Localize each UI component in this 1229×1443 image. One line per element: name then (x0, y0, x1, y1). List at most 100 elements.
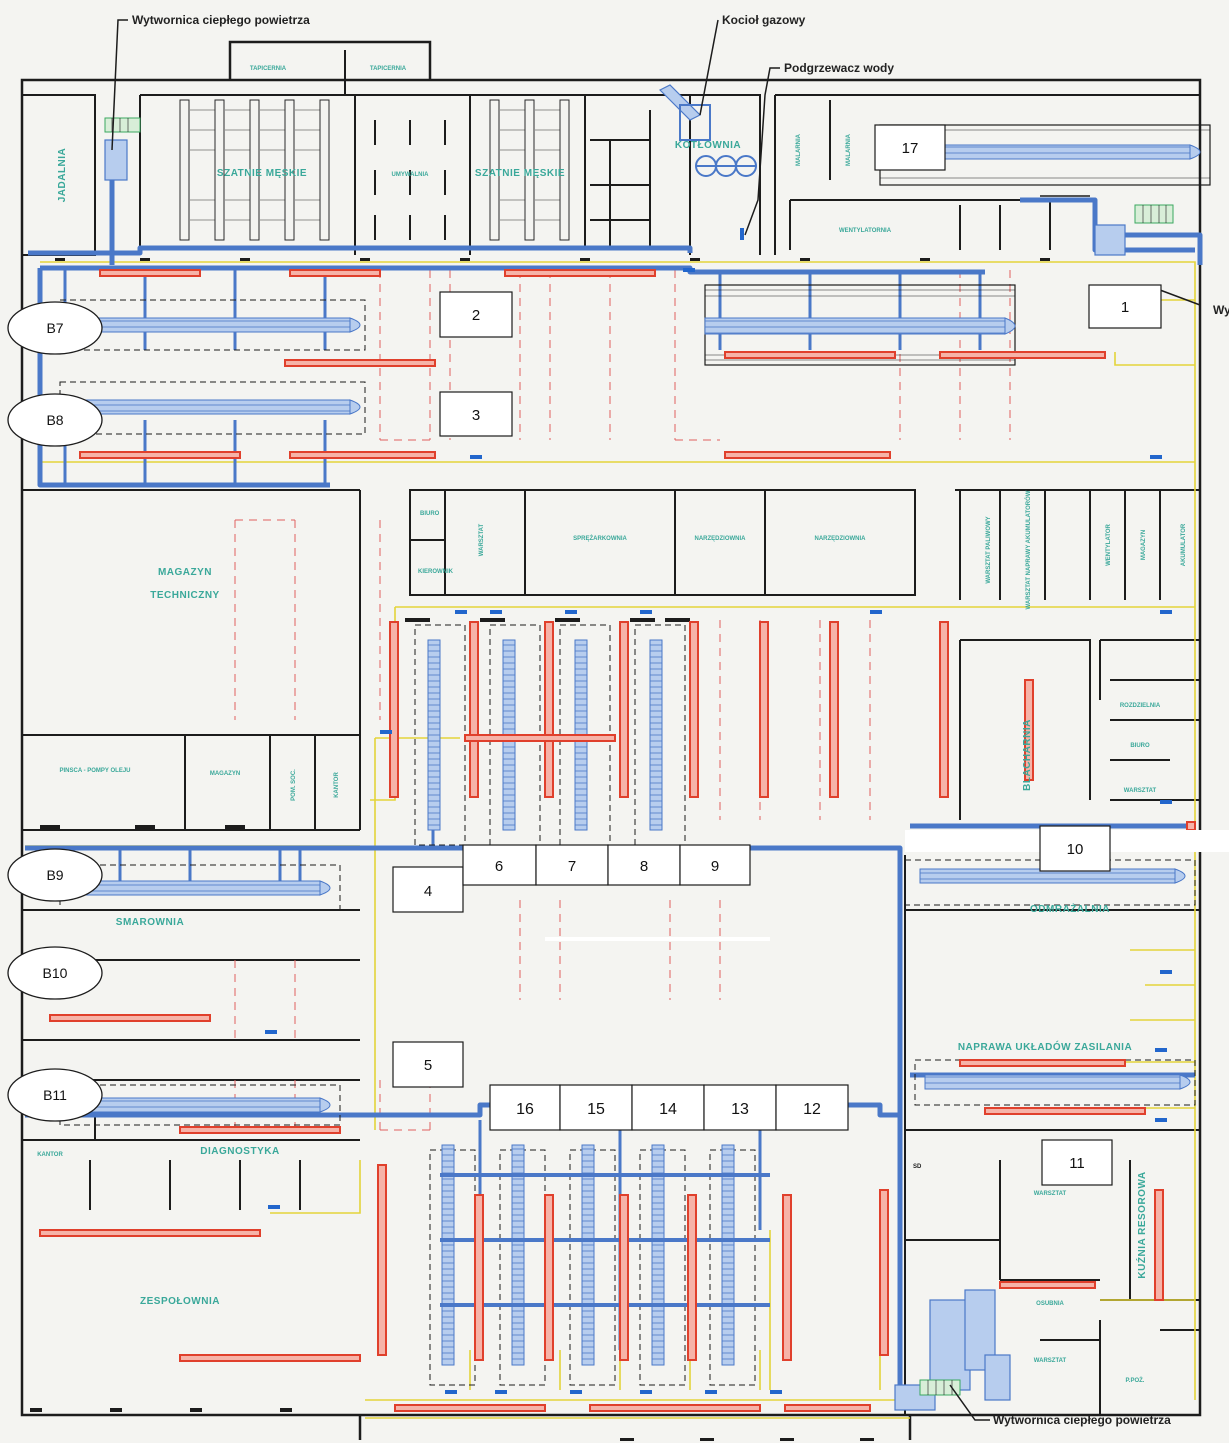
room-wentylator: WENTYLATOR (1106, 523, 1112, 565)
room-kierownik: KIEROWNIK (418, 569, 454, 575)
bay-b7 (59, 299, 366, 351)
room-smarownia: SMAROWNIA (116, 917, 184, 928)
room-tapicernia-2: TAPICERNIA (370, 66, 407, 72)
callout-boiler: Kocioł gazowy (722, 13, 806, 27)
number-boxes (392, 124, 1162, 1186)
label-15: 15 (587, 1101, 605, 1118)
room-wentylatornia: WENTYLATORNIA (839, 228, 892, 234)
bay-b8 (59, 381, 366, 435)
callout-right-edge: Wy (1213, 303, 1229, 317)
room-rozdzielnia: ROZDZIELNIA (1120, 703, 1161, 709)
label-b7: B7 (46, 320, 63, 336)
label-b9: B9 (46, 867, 63, 883)
label-3: 3 (472, 407, 480, 424)
room-biuro: BIURO (420, 511, 440, 517)
room-szatnie-2: SZATNIE MĘSKIE (475, 168, 565, 179)
bay-top-right (704, 284, 1016, 366)
label-5: 5 (424, 1057, 432, 1074)
bay-b11 (59, 1084, 341, 1126)
box-2 (439, 291, 513, 338)
box-8 (607, 844, 681, 886)
room-tapicernia-1: TAPICERNIA (250, 66, 287, 72)
callout-heater-top: Wytwornica ciepłego powietrza (132, 13, 310, 27)
red-heaters (39, 269, 1196, 1412)
room-sprezarkownia: SPRĘŻARKOWNIA (573, 535, 627, 542)
column-marks (30, 258, 1050, 1441)
box-12 (775, 1084, 849, 1131)
room-warsztat-r: WARSZTAT (1124, 788, 1157, 794)
room-warsztat-b2: WARSZTAT (1034, 1358, 1067, 1364)
room-ppoz: P.POŻ. (1126, 1377, 1145, 1384)
label-1: 1 (1121, 299, 1129, 316)
room-magazyn-m: MAGAZYN (210, 771, 240, 777)
room-kantor-2: KANTOR (37, 1152, 63, 1158)
bay-b9 (59, 864, 341, 911)
room-narzedziownia-2: NARZĘDZIOWNIA (815, 536, 867, 542)
air-heater-unit-grid (111, 118, 1167, 1395)
boilers (679, 104, 757, 177)
room-biuro-r: BIURO (1130, 743, 1150, 749)
room-kuznia: KUŹNIA RESOROWA (1135, 1171, 1148, 1278)
label-13: 13 (731, 1101, 749, 1118)
box-4 (392, 866, 464, 913)
b-ovals (7, 301, 103, 1122)
box-11 (1041, 1139, 1113, 1186)
room-magazyn-r: MAGAZYN (1141, 530, 1147, 560)
label-4: 4 (424, 883, 432, 900)
room-warsztat: WARSZTAT (479, 523, 485, 556)
room-malarnia-2: MALARNIA (846, 133, 852, 166)
box-17 (874, 124, 946, 171)
room-magazyn-tech-1: MAGAZYN (158, 567, 212, 578)
room-kotlownia: KOTŁOWNIA (675, 140, 741, 151)
pipe-size-marks (265, 228, 1172, 1394)
label-11: 11 (1069, 1155, 1085, 1172)
box-10 (1039, 825, 1111, 872)
bays-lower-center (429, 1144, 770, 1386)
room-labels: JADALNIA TAPICERNIA TAPICERNIA SZATNIE M… (37, 66, 1187, 1384)
room-magazyn-tech-2: TECHNICZNY (150, 590, 219, 601)
washroom-fixtures (374, 120, 446, 240)
label-9: 9 (711, 858, 719, 875)
duct-fittings (104, 84, 1126, 1411)
box-3 (439, 391, 513, 437)
label-2: 2 (472, 307, 480, 324)
label-14: 14 (659, 1101, 677, 1118)
label-17: 17 (902, 140, 919, 157)
room-umywalnia: UMYWALNIA (392, 172, 430, 178)
room-jadalnia: JADALNIA (57, 148, 68, 203)
room-sd: SD (913, 1164, 922, 1170)
box-14 (631, 1084, 705, 1131)
oval-b10 (7, 946, 103, 1000)
room-szatnie-1: SZATNIE MĘSKIE (217, 168, 307, 179)
room-zespolownia: ZESPOŁOWNIA (140, 1296, 220, 1307)
box-1 (1088, 284, 1162, 329)
label-6: 6 (495, 858, 503, 875)
oval-b7 (7, 301, 103, 355)
box-6 (462, 844, 537, 886)
label-b10: B10 (43, 965, 68, 981)
number-texts: 17 2 1 3 4 6 7 8 9 10 5 16 15 14 13 12 1… (424, 140, 1129, 1172)
box-7 (535, 844, 609, 886)
room-warsztat-b: WARSZTAT (1034, 1191, 1067, 1197)
locker-rows (179, 99, 570, 241)
oval-b9 (7, 848, 103, 902)
box-9 (679, 844, 751, 886)
room-diagnostyka: DIAGNOSTYKA (200, 1146, 279, 1157)
callout-heater-bottom: Wytwornica ciepłego powietrza (993, 1413, 1171, 1427)
room-pom-soc: POM. SOC. (291, 769, 297, 801)
oval-b11 (7, 1068, 103, 1122)
callout-leaders (111, 19, 1201, 1421)
label-10: 10 (1067, 841, 1084, 858)
room-kantor: KANTOR (334, 772, 340, 798)
label-16: 16 (516, 1101, 534, 1118)
room-narzedziownia-1: NARZĘDZIOWNIA (695, 536, 747, 542)
label-7: 7 (568, 858, 576, 875)
room-osubnia: OSUBNIA (1036, 1301, 1064, 1307)
room-warsztat-akum: WARSZTAT NAPRAWY AKUMULATORÓW (1024, 490, 1032, 609)
room-akumulator: AKUMULATOR (1181, 523, 1187, 566)
oval-b8 (7, 393, 103, 447)
label-b8: B8 (46, 412, 63, 428)
room-blacharnia: BLACHARNIA (1022, 719, 1033, 791)
room-naprawa: NAPRAWA UKŁADÓW ZASILANIA (958, 1040, 1132, 1053)
